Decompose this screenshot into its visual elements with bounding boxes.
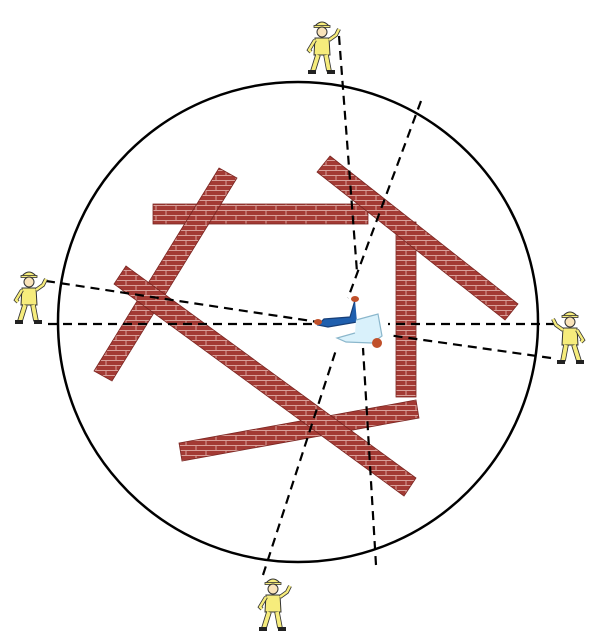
rescuer-left-icon (15, 272, 46, 324)
rescuer-bottom-icon (259, 579, 290, 631)
wall-diagonal-long (114, 266, 416, 496)
wall-horizontal-top (153, 204, 368, 224)
sight-lines (46, 36, 555, 575)
rescuer-top-icon (308, 22, 339, 74)
wall-vertical-right (396, 222, 416, 397)
trapped-victim-icon (314, 296, 382, 348)
rescuer-right-icon (553, 312, 584, 364)
wall-diagonal-right (317, 156, 518, 320)
sight-line-top-1 (339, 36, 357, 272)
